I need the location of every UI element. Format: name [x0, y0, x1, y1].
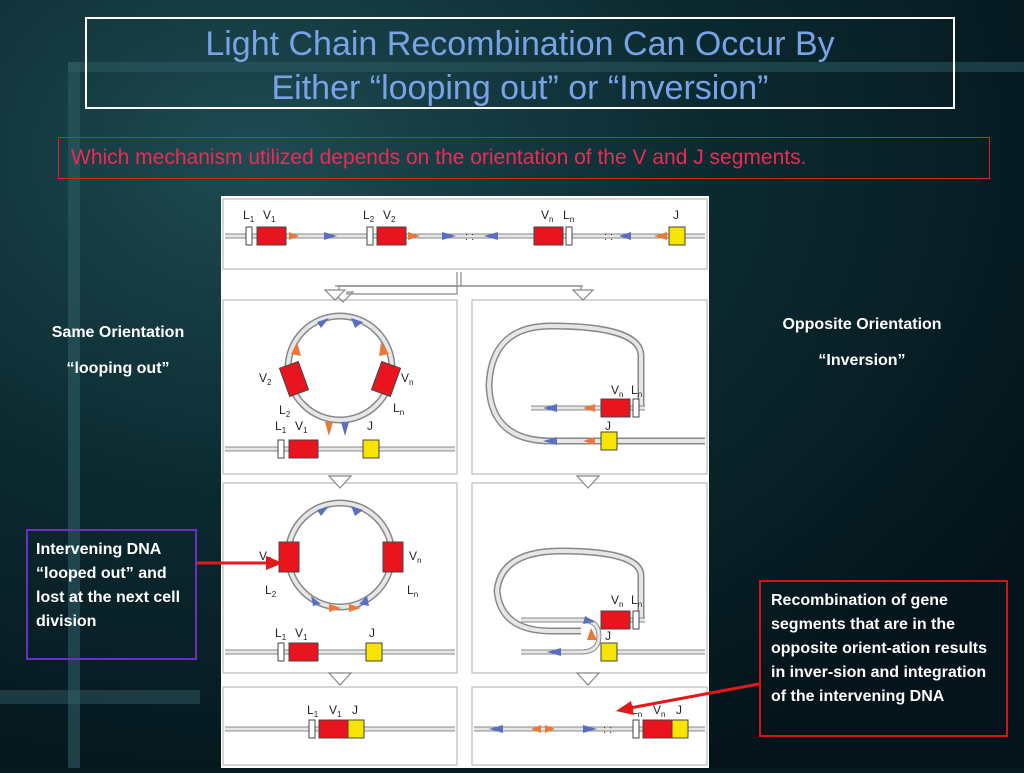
- v2-loop-segment: [278, 360, 310, 398]
- svg-text:V1: V1: [295, 626, 308, 642]
- svg-text:L2: L2: [265, 583, 277, 599]
- vn-segment: [533, 226, 564, 246]
- svg-text:Vn: Vn: [653, 703, 665, 719]
- svg-text:J: J: [673, 208, 679, 222]
- inversion-note: Recombination of gene segments that are …: [759, 580, 1008, 737]
- inversion-panel-3: [471, 686, 708, 766]
- j-segment: [668, 226, 686, 246]
- inversion-step-2: Vn Ln J: [493, 547, 705, 662]
- slide-title: Light Chain Recombination Can Occur By E…: [85, 17, 955, 109]
- germline-dna: : : : : L1 V1 L2 V2 Vn Ln J: [225, 208, 705, 246]
- svg-text:L1: L1: [307, 703, 319, 719]
- ln-segment: [565, 226, 573, 246]
- svg-text:V1: V1: [263, 208, 276, 224]
- v2-segment: [376, 226, 407, 246]
- svg-text:L1: L1: [243, 208, 255, 224]
- recombined-vj-segment: [318, 719, 349, 739]
- svg-text:V2: V2: [259, 549, 272, 565]
- svg-text:J: J: [352, 703, 358, 717]
- svg-text:Ln: Ln: [631, 703, 642, 719]
- diagram-svg: : : : : L1 V1 L2 V2 Vn Ln J: [222, 198, 708, 766]
- looping-out-step-2: V2 Vn L2 Ln L1 V1 J: [225, 499, 455, 662]
- svg-text:: :: : :: [603, 724, 612, 736]
- inverted-vj-segment: [642, 719, 673, 739]
- svg-text:Vn: Vn: [611, 593, 623, 609]
- title-line-1: Light Chain Recombination Can Occur By: [205, 25, 835, 63]
- looped-out-note: Intervening DNA “looped out” and lost at…: [26, 529, 197, 660]
- l2-segment: [366, 226, 374, 246]
- svg-text:V1: V1: [329, 703, 342, 719]
- svg-text:: :: : :: [604, 231, 613, 243]
- opposite-orientation-heading: Opposite Orientation: [782, 316, 942, 333]
- svg-text:L2: L2: [363, 208, 375, 224]
- orange-rss-icon: [289, 232, 299, 240]
- down-arrows-row-1: [327, 475, 601, 686]
- svg-text:Vn: Vn: [401, 371, 413, 387]
- svg-text:L2: L2: [279, 403, 291, 419]
- svg-text:J: J: [605, 629, 611, 643]
- same-orientation-heading: Same Orientation: [51, 324, 185, 341]
- l1-segment: [245, 226, 253, 246]
- looping-out-step-1: V2 Vn L2 Ln L1 V1 J: [225, 312, 455, 459]
- inversion-label: “Inversion”: [818, 352, 906, 369]
- svg-text:Vn: Vn: [611, 383, 623, 399]
- svg-text:Ln: Ln: [407, 583, 418, 599]
- title-line-2: Either “looping out” or “Inversion”: [271, 69, 769, 107]
- svg-text:: :: : :: [465, 231, 474, 243]
- svg-text:L1: L1: [275, 419, 287, 435]
- svg-text:Ln: Ln: [631, 593, 642, 609]
- looped-v2-segment: [278, 541, 300, 573]
- split-arrow: [323, 272, 595, 303]
- v1-segment: [256, 226, 287, 246]
- svg-text:J: J: [605, 419, 611, 433]
- looping-out-result: L1 V1 J: [225, 703, 455, 739]
- inversion-result: : : Ln Vn J: [474, 703, 705, 739]
- looping-panel-3: [222, 686, 458, 766]
- blue-rss-icon: [324, 232, 337, 240]
- opposite-orientation-label: Opposite Orientation “Inversion”: [752, 307, 972, 379]
- subtitle: Which mechanism utilized depends on the …: [58, 137, 990, 179]
- recombination-diagram: : : : : L1 V1 L2 V2 Vn Ln J: [221, 196, 709, 768]
- svg-text:L1: L1: [275, 626, 287, 642]
- svg-text:J: J: [676, 703, 682, 717]
- svg-text:V1: V1: [295, 419, 308, 435]
- svg-text:V2: V2: [259, 371, 272, 387]
- inversion-panel-2: [471, 482, 708, 674]
- inversion-step-1: Vn Ln J: [485, 322, 705, 451]
- germline-panel: [222, 198, 708, 270]
- looping-panel-2: [222, 482, 458, 674]
- svg-text:Ln: Ln: [393, 401, 404, 417]
- inversion-panel-1: [471, 299, 708, 475]
- same-orientation-label: Same Orientation “looping out”: [28, 315, 208, 387]
- svg-text:J: J: [369, 626, 375, 640]
- svg-text:Ln: Ln: [563, 208, 574, 224]
- svg-text:Vn: Vn: [409, 549, 421, 565]
- svg-text:J: J: [367, 419, 373, 433]
- looped-vn-segment: [382, 541, 404, 573]
- svg-text:Vn: Vn: [541, 208, 553, 224]
- looping-out-label: “looping out”: [66, 360, 170, 377]
- svg-text:Ln: Ln: [631, 383, 642, 399]
- svg-text:V2: V2: [383, 208, 396, 224]
- looping-panel-1: [222, 299, 458, 475]
- vn-loop-segment: [370, 360, 402, 398]
